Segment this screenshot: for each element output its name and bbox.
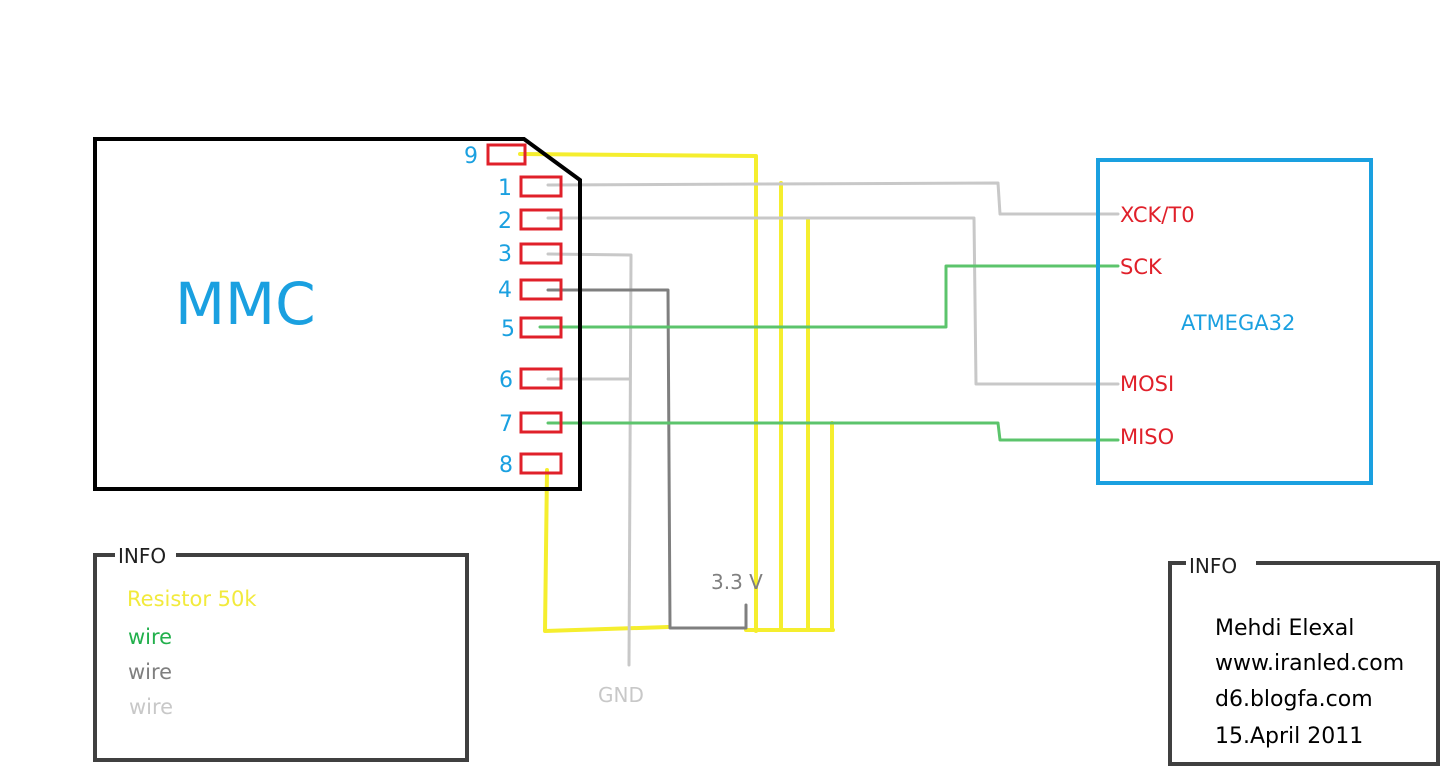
mcu-pin-miso: MISO [1120,425,1174,449]
legend-item-green-wire: wire [128,625,172,649]
credits-date: 15.April 2011 [1215,724,1363,749]
credits-frame [1168,561,1440,766]
wire-pin5-sck [538,264,1120,329]
mmc-outline [93,137,582,491]
mmc-pads [486,143,563,475]
pin-number-6: 6 [499,368,513,393]
mmc-pin-numbers: 9 1 2 3 4 5 6 7 8 [464,144,515,478]
legend-box: INFO Resistor 50k wire wire wire [93,544,469,762]
wire-pin2-mosi [546,216,1120,386]
vcc-label: 3.3 V [711,570,763,594]
legend-frame [93,553,469,762]
resistor-pin8 [543,468,670,633]
pin-number-9: 9 [464,144,478,169]
mmc-title: MMC [175,270,316,338]
pad-2 [519,208,563,231]
credits-author: Mehdi Elexal [1215,616,1354,641]
mcu-outline [1096,158,1373,485]
credits-website: www.iranled.com [1215,651,1404,676]
pad-3 [519,242,563,265]
pad-4 [519,278,563,301]
legend-item-dark-wire: wire [128,660,172,684]
mcu-pin-xck: XCK/T0 [1120,203,1195,227]
wires [518,152,1120,667]
credits-title: INFO [1189,554,1237,578]
legend-item-light-wire: wire [129,695,173,719]
pad-8 [519,452,563,475]
mcu-block: ATMEGA32 XCK/T0 SCK MOSI MISO [1096,158,1373,485]
pin-number-5: 5 [501,317,515,342]
pin-number-1: 1 [498,176,512,201]
wire-pin4-vcc [546,288,748,630]
resistor-pin9 [518,152,758,633]
pin-number-7: 7 [499,412,513,437]
wire-pin7-miso [546,421,1120,442]
pin-number-3: 3 [498,242,512,267]
mcu-pin-sck: SCK [1120,255,1163,279]
credits-blog: d6.blogfa.com [1215,687,1373,712]
legend-item-resistor: Resistor 50k [127,587,257,611]
pad-5 [519,316,563,339]
pin-number-4: 4 [498,278,512,303]
pin-number-2: 2 [498,209,512,234]
pin-number-8: 8 [499,453,513,478]
pad-1 [519,175,563,198]
mcu-pin-mosi: MOSI [1120,372,1174,396]
wire-pin3-gnd [546,252,633,667]
pad-7 [519,411,563,434]
credits-box: INFO Mehdi Elexal www.iranled.com d6.blo… [1168,554,1440,766]
mcu-title: ATMEGA32 [1181,311,1295,335]
gnd-label: GND [598,683,644,707]
mmc-card: MMC 9 1 2 3 4 5 6 7 8 [93,137,582,491]
pad-6 [519,367,563,390]
pad-9 [486,143,527,166]
wire-pin1-xck [546,181,1120,216]
legend-title: INFO [118,544,166,568]
